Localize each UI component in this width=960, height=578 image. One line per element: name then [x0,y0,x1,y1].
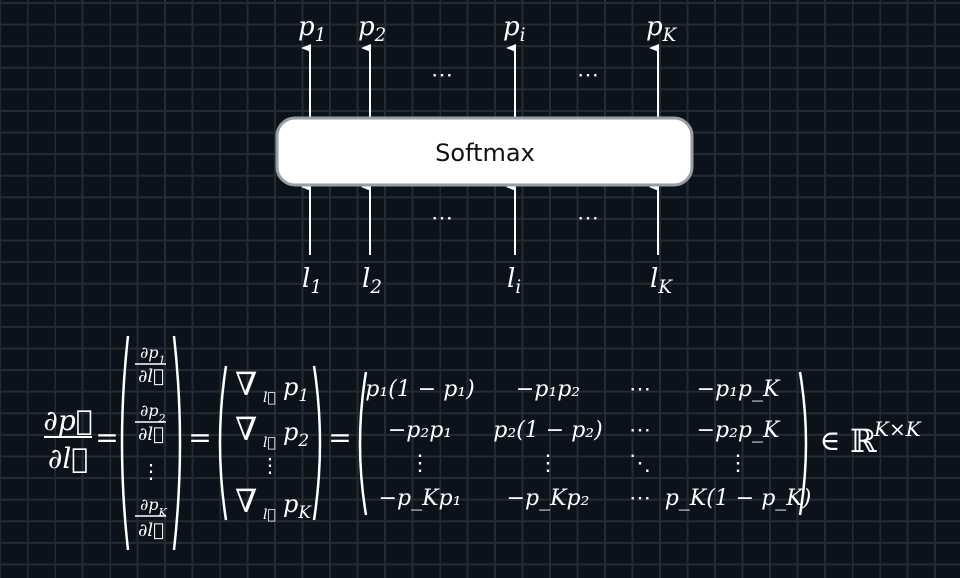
subscript: 2 [374,25,387,46]
matrix-cell: −p₁p_K [697,377,781,402]
variable: ∂p [140,343,159,362]
dimension-superscript: K×K [873,417,922,441]
output-label-4: pK [646,12,678,46]
matrix-cell: p₁(1 − p₁) [365,377,474,402]
matrix-cell: ⋯ [629,418,651,443]
vdots: ⋮ [260,453,280,477]
lhs-denominator: ∂l⃗ [48,442,88,475]
gradient-vector-left-paren [218,365,228,521]
matrix-cell: ⋱ [629,451,651,476]
subscript: i [515,277,521,298]
matrix-cell: −p₂p₁ [388,418,452,443]
ellipsis: ⋯ [431,206,453,231]
output-label-3: pi [503,12,525,46]
subscript: 1 [159,354,166,367]
partial-numerator: ∂p1 [140,343,166,367]
reals-symbol: ℝ [850,422,877,460]
matrix-cell: −p_Kp₁ [379,486,462,511]
variable: p [283,373,298,401]
input-label-3: li [507,264,521,298]
ellipsis: ⋯ [577,206,599,231]
vdots: ⋮ [141,459,161,483]
nabla-subscript: l⃗ [263,507,276,523]
matrix-cell: ⋮ [537,451,559,476]
equals-sign: = [95,421,118,454]
gradient-entry: p1 [283,373,309,405]
softmax-box [275,116,694,187]
subscript: K [662,25,678,46]
subscript: 1 [315,25,327,46]
partial-denominator: ∂l⃗ [138,424,164,445]
subscript: K [297,502,312,522]
gradient-entry: p2 [283,418,309,450]
nabla-icon: ∇ [235,482,257,520]
matrix-cell: ⋮ [727,451,749,476]
lhs-numerator: ∂p⃗ [43,404,92,437]
matrix-cell: −p_Kp₂ [507,486,590,511]
softmax-label: Softmax [435,139,535,167]
matrix-cell: −p₂p_K [697,418,781,443]
arrows [301,44,659,255]
variable: p [283,490,298,518]
ellipsis: ⋯ [431,63,453,88]
matrix-cell: ⋯ [629,377,651,402]
output-label-2: p2 [358,12,386,46]
nabla-icon: ∇ [235,365,257,403]
subscript: 2 [297,430,309,450]
matrix-cell: p₂(1 − p₂) [493,418,602,443]
subscript: 1 [310,277,322,298]
variable: p [503,12,520,42]
variable: l [302,264,310,294]
input-label-4: lK [650,264,673,298]
nabla-subscript: l⃗ [263,390,276,406]
variable: l [650,264,658,294]
partials-vector-right-paren [172,335,182,551]
jacobian-matrix-left-paren [358,371,368,516]
variable: ∂p [140,401,159,420]
subscript: K [657,277,673,298]
partial-denominator: ∂l⃗ [138,366,164,387]
output-label-1: p1 [298,12,326,46]
matrix-cell: ⋯ [629,486,651,511]
subscript: 1 [298,385,309,405]
matrix-cell: p_K(1 − p_K) [665,486,812,511]
subscript: i [520,25,526,46]
partials-vector-left-paren [120,335,130,551]
subscript: K [158,506,168,519]
variable: p [358,12,375,42]
equals-sign: = [328,421,351,454]
input-label-2: l2 [362,264,382,298]
variable: p [298,12,315,42]
variable: ∂p [140,495,159,514]
partial-numerator: ∂pK [140,495,168,519]
subscript: 2 [369,277,382,298]
matrix-cell: −p₁p₂ [516,377,580,402]
matrix-cell: ⋮ [409,451,431,476]
gradient-entry: pK [283,490,312,522]
ellipsis: ⋯ [577,63,599,88]
element-of: ∈ [820,424,841,457]
variable: p [283,418,298,446]
nabla-icon: ∇ [235,410,257,448]
input-label-1: l1 [302,264,322,298]
subscript: 2 [158,412,166,425]
jacobian-matrix-right-paren [798,371,808,516]
equals-sign: = [188,421,211,454]
partial-denominator: ∂l⃗ [138,520,164,541]
variable: p [646,12,663,42]
variable: l [362,264,370,294]
variable: l [507,264,515,294]
partial-numerator: ∂p2 [140,401,166,425]
nabla-subscript: l⃗ [263,435,276,451]
gradient-vector-right-paren [312,365,322,521]
